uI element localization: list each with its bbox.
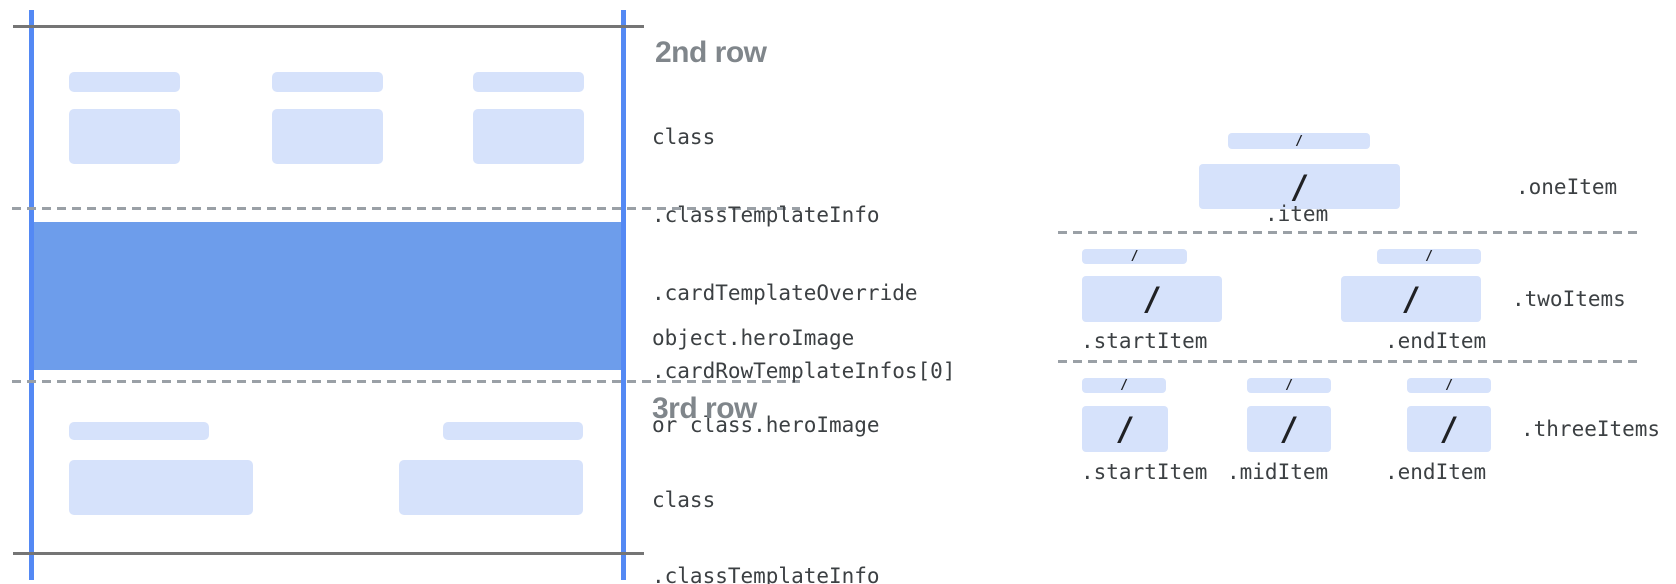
third-row-value-placeholder-start xyxy=(69,460,253,515)
row-divider-dashed-upper xyxy=(12,207,800,210)
slash-mark: / xyxy=(1279,410,1299,448)
slash-mark: / xyxy=(1401,280,1421,318)
slash-mark: / xyxy=(1289,167,1310,206)
two-items-start-value-bar: / xyxy=(1082,276,1222,322)
slash-mark: / xyxy=(1439,410,1459,448)
slash-mark: / xyxy=(1115,410,1135,448)
card-right-guide-line xyxy=(621,10,626,580)
three-items-mid-label: .midItem xyxy=(1227,460,1329,484)
hero-image-band xyxy=(34,222,621,370)
hero-image-code: object.heroImage or class.heroImage xyxy=(652,266,880,498)
slash-mark: / xyxy=(1120,378,1128,393)
slash-mark: / xyxy=(1425,249,1433,264)
three-items-group-label: .threeItems xyxy=(1521,417,1661,441)
item-layout-divider-1 xyxy=(1058,231,1643,234)
slash-mark: / xyxy=(1285,378,1293,393)
second-row-value-placeholder-2 xyxy=(272,109,383,164)
two-items-end-label-bar: / xyxy=(1377,249,1481,264)
second-row-value-placeholder-3 xyxy=(473,109,584,164)
three-items-start-value-bar: / xyxy=(1082,406,1168,452)
card-bottom-border xyxy=(13,552,644,555)
two-items-start-label: .startItem xyxy=(1081,329,1208,353)
code-line: or class.heroImage xyxy=(652,413,880,437)
third-row-label-placeholder-end xyxy=(443,422,583,440)
one-item-group-label: .oneItem xyxy=(1516,175,1618,199)
slash-mark: / xyxy=(1130,249,1139,264)
slash-mark: / xyxy=(1445,378,1453,393)
code-line: .cardTemplateOverride xyxy=(652,281,918,305)
third-row-label-placeholder-start xyxy=(69,422,209,440)
third-row-value-placeholder-end xyxy=(399,460,583,515)
slash-mark: / xyxy=(1142,280,1162,318)
code-line: .cardRowTemplateInfos[0] xyxy=(652,359,956,383)
slash-mark: / xyxy=(1295,133,1303,149)
row-divider-dashed-lower xyxy=(12,380,800,383)
three-items-start-label-bar: / xyxy=(1082,378,1166,393)
code-line: class xyxy=(652,488,716,512)
three-items-mid-label-bar: / xyxy=(1247,378,1331,393)
two-items-end-value-bar: / xyxy=(1341,276,1481,322)
two-items-group-label: .twoItems xyxy=(1512,287,1626,311)
card-top-border xyxy=(13,25,644,28)
third-row-code: class .classTemplateInfo .cardTemplateOv… xyxy=(652,438,955,584)
three-items-start-label: .startItem xyxy=(1081,460,1208,484)
three-items-end-label-bar: / xyxy=(1407,378,1491,393)
third-row-heading: 3rd row xyxy=(652,392,757,425)
three-items-end-label: .endItem xyxy=(1385,460,1487,484)
one-item-value-bar: / xyxy=(1199,164,1400,209)
item-label: .item xyxy=(1265,202,1329,226)
second-row-value-placeholder-1 xyxy=(69,109,180,164)
second-row-label-placeholder-1 xyxy=(69,72,180,92)
three-items-mid-value-bar: / xyxy=(1247,406,1331,452)
three-items-end-value-bar: / xyxy=(1407,406,1491,452)
second-row-label-placeholder-3 xyxy=(473,72,584,92)
second-row-label-placeholder-2 xyxy=(272,72,383,92)
one-item-label-bar: / xyxy=(1228,133,1370,149)
code-line: .classTemplateInfo xyxy=(652,203,880,227)
two-items-end-label: .endItem xyxy=(1385,329,1487,353)
code-line: class xyxy=(652,125,716,149)
card-left-guide-line xyxy=(29,10,34,580)
item-layout-divider-2 xyxy=(1058,360,1643,363)
code-line: .classTemplateInfo xyxy=(652,564,880,584)
two-items-start-label-bar: / xyxy=(1082,249,1187,264)
second-row-heading: 2nd row xyxy=(655,36,767,69)
second-row-code: class .classTemplateInfo .cardTemplateOv… xyxy=(652,74,955,434)
code-line: object.heroImage xyxy=(652,326,855,350)
